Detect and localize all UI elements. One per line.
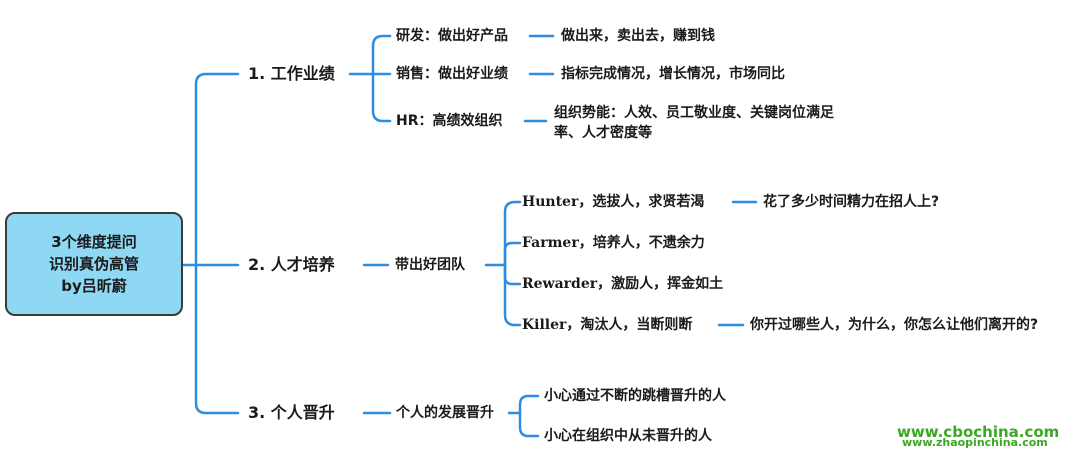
node-sales[interactable]: 销售：做出好业绩 (396, 66, 508, 82)
node-hr-detail-line-1[interactable]: 组织势能：人效、员工敬业度、关键岗位满足 (554, 105, 834, 121)
node-killer-detail[interactable]: 你开过哪些人，为什么，你怎么让他们离开的? (750, 317, 1039, 333)
branch-work-performance[interactable]: 1. 工作业绩 (248, 64, 335, 83)
node-farmer[interactable]: Farmer，培养人，不遗余力 (522, 235, 705, 251)
node-hr[interactable]: HR：高绩效组织 (396, 113, 503, 129)
watermark-zhaopinchina: www.zhaopinchina.com (902, 436, 1048, 449)
node-hr-detail-line-2: 率、人才密度等 (554, 125, 652, 141)
node-hunter[interactable]: Hunter，选拔人，求贤若渴 (522, 194, 705, 210)
node-sales-detail[interactable]: 指标完成情况，增长情况，市场同比 (561, 66, 785, 82)
root-line-3: by吕昕蔚 (61, 277, 127, 295)
root-topic[interactable]: 3个维度提问 识别真伪高管 by吕昕蔚 (5, 212, 183, 316)
root-line-1: 3个维度提问 (51, 233, 137, 251)
node-career-growth[interactable]: 个人的发展晋升 (396, 405, 494, 421)
node-rnd[interactable]: 研发：做出好产品 (396, 28, 508, 44)
watermark-cbochina: www.cbochina.com (897, 423, 1060, 441)
node-rewarder[interactable]: Rewarder，激励人，挥金如土 (522, 276, 724, 292)
node-killer[interactable]: Killer，淘汰人，当断则断 (522, 317, 693, 333)
node-build-team[interactable]: 带出好团队 (395, 257, 465, 273)
branch-talent-development[interactable]: 2. 人才培养 (248, 255, 335, 274)
node-never-promoted[interactable]: 小心在组织中从未晋升的人 (544, 428, 712, 444)
node-hunter-detail[interactable]: 花了多少时间精力在招人上? (763, 194, 940, 210)
node-job-hopper[interactable]: 小心通过不断的跳槽晋升的人 (544, 388, 726, 404)
node-rnd-detail[interactable]: 做出来，卖出去，赚到钱 (561, 28, 715, 44)
root-line-2: 识别真伪高管 (48, 255, 139, 273)
branch-personal-promotion[interactable]: 3. 个人晋升 (248, 403, 335, 422)
